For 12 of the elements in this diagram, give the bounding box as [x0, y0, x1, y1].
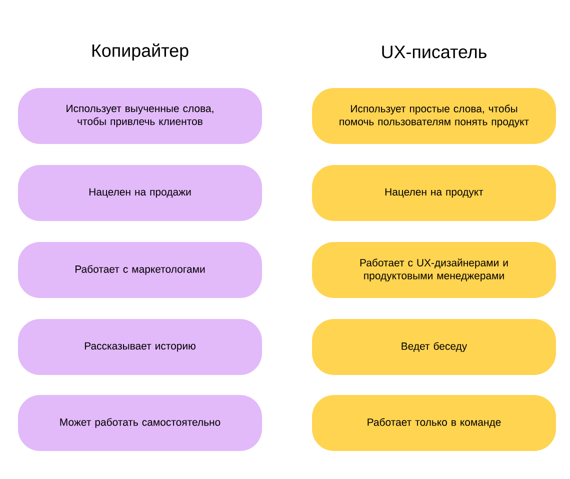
- text-pill: Использует простые слова, чтобы помочь пользователям понять продукт: [312, 88, 556, 144]
- text-pill: Нацелен на продажи: [18, 165, 262, 221]
- text-pill: Работает только в команде: [312, 395, 556, 451]
- text-pill: Работает с маркетологами: [18, 242, 262, 298]
- column-heading: UX-писатель: [382, 46, 486, 58]
- text-pill: Работает с UX-дизайнерами и продуктовыми менеджерами: [312, 242, 556, 298]
- text-pill: Ведет беседу: [312, 319, 556, 375]
- text-pill: Использует выученные слова, чтобы привлечь клиентов: [18, 88, 262, 144]
- text-pill: Может работать самостоятельно: [18, 395, 262, 451]
- text-pill: Рассказывает историю: [18, 319, 262, 375]
- text-pill: Нацелен на продукт: [312, 165, 556, 221]
- column-heading: Копирайтер: [92, 43, 188, 60]
